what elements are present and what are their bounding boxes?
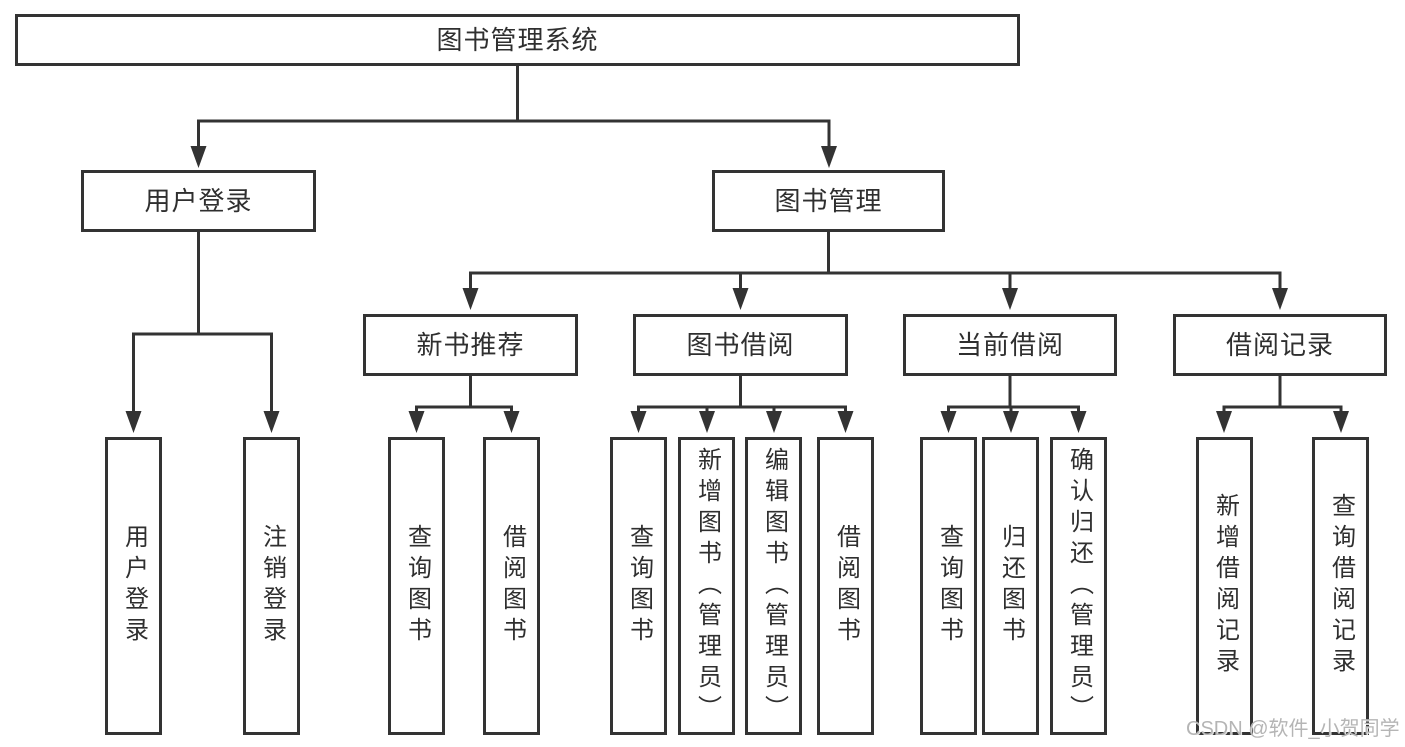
node-book-borrow-label: 图书借阅 [686, 330, 795, 360]
node-new-book-recommend-label: 新书推荐 [416, 330, 525, 360]
leaf-confirm-return-admin-label: 确认归还（管理员） [1065, 446, 1093, 726]
leaf-add-borrow-record: 新增借阅记录 [1196, 437, 1253, 735]
leaf-borrow-books-label: 借阅图书 [832, 524, 860, 648]
leaf-query-books-current-label: 查询图书 [935, 524, 963, 648]
leaf-query-borrow-record: 查询借阅记录 [1312, 437, 1369, 735]
leaf-query-books-current: 查询图书 [920, 437, 977, 735]
leaf-return-books-label: 归还图书 [997, 524, 1025, 648]
node-current-borrow-label: 当前借阅 [955, 330, 1064, 360]
node-user-login-label: 用户登录 [144, 186, 253, 216]
leaf-logout: 注销登录 [243, 437, 300, 735]
connector-user-login-branch [125, 230, 280, 433]
node-book-management-label: 图书管理 [774, 186, 883, 216]
leaf-user-login: 用户登录 [105, 437, 162, 735]
csdn-watermark: CSDN @软件_小贺同学 [1186, 718, 1400, 740]
leaf-borrow-books-recommend: 借阅图书 [483, 437, 540, 735]
leaf-logout-label: 注销登录 [258, 524, 286, 648]
connector-book-mgmt-branch [462, 230, 1288, 310]
connector-book-borrow-branch [630, 374, 854, 433]
leaf-query-books-borrow: 查询图书 [610, 437, 667, 735]
node-book-management: 图书管理 [712, 170, 945, 232]
connector-new-book-branch [408, 374, 520, 433]
leaf-confirm-return-admin: 确认归还（管理员） [1050, 437, 1107, 735]
node-new-book-recommend: 新书推荐 [363, 314, 578, 376]
node-borrow-records: 借阅记录 [1173, 314, 1387, 376]
leaf-add-books-admin: 新增图书（管理员） [678, 437, 735, 735]
connector-root-to-level2 [190, 64, 837, 168]
leaf-edit-books-admin-label: 编辑图书（管理员） [760, 446, 788, 726]
leaf-query-books-recommend: 查询图书 [388, 437, 445, 735]
node-current-borrow: 当前借阅 [903, 314, 1117, 376]
leaf-query-books-recommend-label: 查询图书 [403, 524, 431, 648]
leaf-add-books-admin-label: 新增图书（管理员） [693, 446, 721, 726]
leaf-borrow-books: 借阅图书 [817, 437, 874, 735]
leaf-borrow-books-recommend-label: 借阅图书 [498, 524, 526, 648]
leaf-return-books: 归还图书 [982, 437, 1039, 735]
node-borrow-records-label: 借阅记录 [1225, 330, 1334, 360]
connector-borrow-records-branch [1216, 374, 1349, 433]
leaf-query-borrow-record-label: 查询借阅记录 [1327, 493, 1355, 679]
leaf-edit-books-admin: 编辑图书（管理员） [745, 437, 802, 735]
connector-current-borrow-branch [940, 374, 1087, 433]
leaf-user-login-label: 用户登录 [120, 524, 148, 648]
node-root-system: 图书管理系统 [15, 14, 1020, 66]
node-root-label: 图书管理系统 [436, 25, 599, 55]
node-book-borrow: 图书借阅 [633, 314, 848, 376]
node-user-login: 用户登录 [81, 170, 316, 232]
leaf-add-borrow-record-label: 新增借阅记录 [1211, 493, 1239, 679]
leaf-query-books-borrow-label: 查询图书 [625, 524, 653, 648]
